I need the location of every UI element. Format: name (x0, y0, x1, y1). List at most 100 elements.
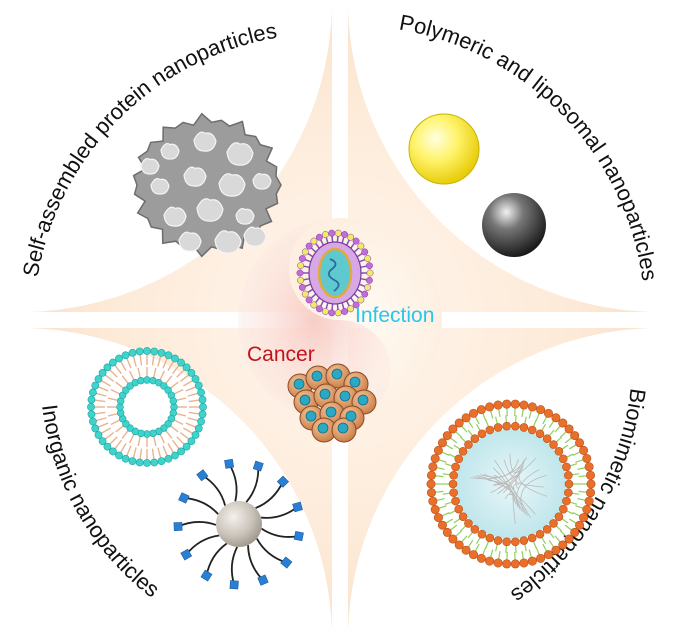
lipid-head (94, 431, 103, 439)
membrane-head (575, 438, 585, 448)
polymer-mesh (509, 491, 521, 510)
lipid-head (194, 424, 203, 433)
lipid-head (164, 454, 173, 463)
virus-capsid (317, 247, 353, 299)
membrane-head (536, 553, 546, 563)
lipid-tail (115, 425, 124, 433)
polymer-mesh (476, 474, 536, 515)
lipid-tail (172, 364, 180, 375)
lipid-tail (185, 422, 197, 428)
polymer-mesh (494, 474, 517, 505)
virus-icon (296, 229, 374, 317)
lipid-tail (187, 417, 199, 422)
lipid-head (198, 395, 207, 404)
ligand-head (224, 458, 235, 469)
lipid-tail (183, 427, 194, 435)
virus-spike-head (297, 262, 305, 270)
protein-subunit (160, 142, 180, 160)
protein-subunit (196, 198, 224, 222)
liposome-bilayer-illustration (87, 347, 207, 467)
lipid-tail (109, 369, 118, 378)
membrane-tail (578, 490, 588, 493)
polymer-mesh (502, 482, 516, 494)
membrane-head (510, 559, 520, 569)
ligand-chain (185, 534, 220, 556)
ligand-chain (230, 546, 238, 586)
polymeric-sphere-yellow (408, 113, 480, 185)
membrane-tail (578, 475, 588, 478)
lipid-tail (139, 354, 143, 366)
membrane-head (536, 405, 546, 415)
lipid-tail (107, 412, 118, 417)
membrane-tail (454, 430, 463, 438)
tumor-nucleus (325, 406, 337, 418)
lipid-tail (170, 381, 179, 389)
membrane-head (586, 470, 596, 480)
membrane-head (485, 556, 495, 566)
virus-spike-head (341, 231, 349, 238)
membrane-head (485, 402, 495, 412)
membrane-head (558, 454, 568, 464)
ligand-coated-particle-illustration (173, 458, 304, 590)
membrane-head (442, 431, 452, 441)
tumor-nucleus (299, 394, 311, 406)
membrane-head (458, 447, 468, 456)
polymer-mesh (503, 459, 521, 478)
lipid-tail (165, 375, 173, 384)
membrane-head (558, 540, 568, 550)
membrane-head (437, 520, 447, 530)
membrane-head (469, 408, 479, 418)
lipid-tail (176, 369, 185, 378)
membrane-head (543, 408, 553, 418)
lipid-head (177, 358, 185, 367)
membrane-head (582, 453, 592, 463)
ligand-chain (245, 466, 260, 503)
membrane-tail (523, 543, 527, 552)
lipid-head (197, 388, 205, 397)
lipid-tail (185, 386, 197, 392)
membrane-head (586, 479, 596, 489)
membrane-tail (442, 473, 451, 476)
membrane-head (451, 496, 460, 506)
membrane-head (426, 488, 436, 498)
lipid-tail (152, 436, 157, 447)
membrane-tail (434, 475, 444, 478)
lipid-head (115, 451, 123, 460)
membrane-head (549, 440, 558, 449)
lipid-tail (104, 432, 115, 440)
virus-genome (327, 258, 340, 292)
tumor-cells-icon (287, 363, 377, 443)
lipid-tail (121, 430, 129, 439)
lipid-tail (95, 417, 107, 422)
lipid-head (157, 457, 166, 465)
tumor-nucleus (357, 394, 369, 406)
membrane-head (476, 553, 486, 563)
membrane-head (454, 504, 464, 514)
lipid-head (87, 410, 96, 419)
lipid-head (177, 447, 185, 456)
lipid-tail (110, 389, 121, 395)
membrane-tail (481, 546, 487, 556)
lipid-head (98, 437, 107, 445)
membrane-head (519, 423, 529, 432)
membrane-tail (532, 419, 537, 428)
virus-spike-head (296, 269, 304, 277)
lipid-tail (114, 439, 122, 450)
lipid-head (135, 347, 144, 356)
ligand-chain (205, 542, 228, 576)
lipid-head (191, 431, 200, 439)
membrane-head (551, 545, 561, 555)
membrane-head (562, 462, 571, 472)
membrane-head (535, 529, 545, 539)
membrane-head (448, 424, 458, 434)
lipid-head (187, 437, 196, 445)
ligand-head (276, 475, 290, 488)
virus-spike-head (328, 229, 336, 237)
membrane-tail (460, 525, 467, 532)
virus-spike-head (347, 233, 355, 241)
virus-spike-head (361, 248, 369, 256)
ligand-chain (261, 527, 299, 538)
membrane-head (564, 471, 573, 480)
membrane-tail (449, 524, 458, 532)
